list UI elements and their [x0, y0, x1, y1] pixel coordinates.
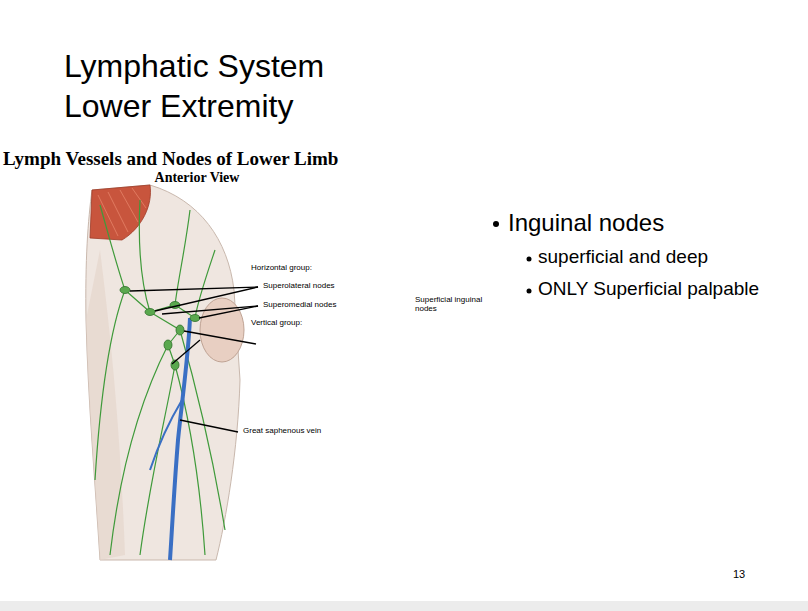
lymph-vessel — [140, 365, 175, 555]
muscle — [90, 185, 150, 240]
footer-bar — [0, 601, 808, 611]
lymph-vessel — [175, 365, 205, 555]
node-label: Superolateral nodes — [263, 281, 335, 291]
lymph-node — [120, 287, 130, 294]
lymph-vessel — [100, 205, 125, 290]
vessel-label: Great saphenous vein — [243, 426, 321, 436]
slide-title: Lymphatic System Lower Extremity — [64, 46, 364, 126]
node-label: Superficial inguinal nodes — [415, 295, 485, 313]
lymph-vessels — [95, 200, 225, 555]
lymph-vessel — [139, 200, 150, 312]
page-number: 13 — [733, 568, 745, 581]
lymph-node — [164, 340, 172, 350]
lymph-node — [190, 315, 200, 322]
lymph-node — [176, 325, 184, 335]
lymph-node — [145, 309, 155, 316]
thigh-outline — [86, 185, 240, 560]
sub-bullet-text: superficial and deep — [538, 246, 708, 269]
leader-line — [130, 287, 258, 291]
lymph-vessel — [195, 250, 215, 318]
figure-heading: Lymph Vessels and Nodes of Lower Limb — [3, 148, 338, 171]
leader-line — [162, 306, 258, 314]
bullet-dot — [527, 257, 532, 262]
lymph-vessel — [150, 312, 180, 365]
great-saphenous-vein — [170, 318, 190, 560]
group-label: Horizontal group: — [251, 263, 312, 273]
leader-lines — [130, 287, 258, 432]
bullet-text: Inguinal nodes — [508, 209, 664, 238]
lymph-nodes — [120, 287, 200, 371]
vein-tributary — [150, 400, 182, 470]
lymph-vessel — [110, 345, 168, 555]
skin-shading — [86, 250, 125, 560]
lymph-vessel — [95, 290, 125, 480]
leader-line — [180, 420, 238, 432]
bullet-dot — [493, 221, 499, 227]
leader-line — [184, 331, 256, 344]
thigh — [86, 185, 244, 560]
leader-line — [199, 306, 258, 318]
lymph-vessel — [175, 210, 190, 305]
leader-line — [172, 340, 200, 364]
group-label: Vertical group: — [251, 318, 302, 328]
figure-subheading: Anterior View — [97, 170, 297, 187]
sub-bullet-text: ONLY Superficial palpable — [538, 278, 759, 301]
node-label: Superomedial nodes — [263, 300, 336, 310]
bullet-dot — [527, 289, 532, 294]
